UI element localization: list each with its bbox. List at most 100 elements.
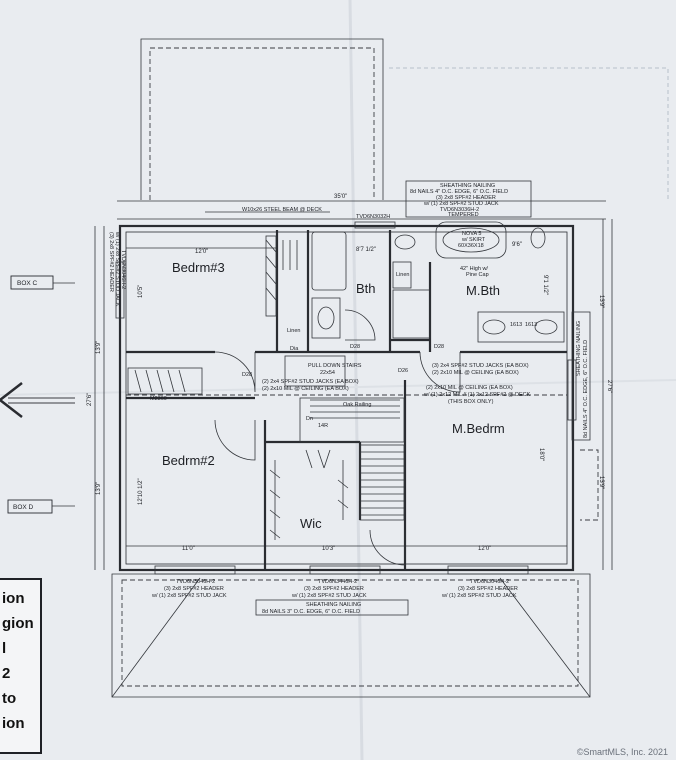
vanity	[311, 297, 341, 339]
stamp-line-4: 2	[2, 665, 11, 682]
note-left-header-3: TVD6N3046H-2	[120, 250, 126, 289]
note-lvl-1: (2) 2x10 MIL @ CEILING (EA BOX)	[426, 385, 513, 391]
linen-closet-mbth	[392, 261, 412, 289]
note-rail: Oak Railing	[343, 402, 371, 408]
label-dia: Dia	[290, 346, 299, 352]
dim-side-right-lower: 13'9"	[598, 476, 604, 489]
note-pine-cap-1: 42" High w/	[460, 266, 488, 272]
note-right-sheathing-1: SHEATHING NAILING	[576, 321, 582, 376]
note-pull-down-2: 22x54	[320, 370, 335, 376]
sink-left	[482, 319, 506, 335]
roof-hip-right	[499, 577, 591, 698]
stamp-line-6: ion	[2, 715, 25, 732]
box-c-tag	[10, 275, 54, 290]
note-steel-beam: W10x26 STEEL BEAM @ DECK	[242, 207, 322, 213]
note-box-right	[571, 311, 591, 441]
room-bedrm2: Bedrm#2	[162, 453, 215, 468]
approval-stamp-fragment: ion gion l 2 to ion	[0, 578, 42, 754]
closet-bedrm3	[265, 235, 298, 317]
roof-outline-top-inner	[149, 47, 375, 200]
dim-mbth-depth: 9'1 1/2"	[542, 275, 548, 295]
note-dn-steps: 14R	[318, 423, 328, 429]
window-wic	[309, 565, 381, 575]
box-d-label: BOX D	[13, 504, 34, 511]
room-mbth: M.Bth	[466, 283, 500, 298]
room-wic: Wic	[300, 516, 322, 531]
note-bottom-win-1b: w/ (1) 2x8 SPF#2 STUD JACK	[151, 593, 227, 599]
window-bedrm2	[154, 565, 236, 575]
soaking-tub-basin	[442, 227, 500, 253]
note-jacks-right-1: (3) 2x4 SPF#2 STUD JACKS (EA BOX)	[432, 363, 529, 369]
closet-wic	[269, 449, 349, 540]
sink-right	[534, 319, 558, 335]
note-bottom-win-3: TVD6N3046H-2	[470, 579, 509, 585]
note-lvl-3: (THIS BOX ONLY)	[448, 399, 494, 405]
note-lvl-2: w/ (1) 2x12 MIL // (1) 2x12 SPF#2 @ DECK	[423, 392, 531, 398]
note-bottom-win-2b: w/ (1) 2x8 SPF#2 STUD JACK	[291, 593, 367, 599]
note-box-bottom	[255, 599, 409, 616]
roof-outline-bottom-inner	[121, 579, 579, 687]
room-mbedrm: M.Bedrm	[452, 421, 505, 436]
deck-outline-right	[580, 449, 599, 521]
door-swing-bedrm2	[214, 419, 256, 461]
stamp-line-3: l	[2, 640, 7, 657]
note-sheathing-top-2: 8d NAILS 4" O.C. EDGE, 6" O.C. FIELD	[410, 189, 508, 195]
room-bedrm3: Bedrm#3	[172, 260, 225, 275]
note-tub-3: 60X36X18	[458, 243, 484, 249]
note-bottom-win-3a: (3) 2x8 SPF#2 HEADER	[458, 586, 518, 592]
dim-bedrm2-depth: 12'10 1/2"	[138, 478, 144, 505]
note-sheathing-top-1: SHEATHING NAILING	[440, 183, 495, 189]
note-header-top-3: TVD6N3036H-2	[440, 207, 479, 213]
faint-stamp-outline	[389, 67, 669, 200]
note-sink-2: 1613	[525, 322, 537, 328]
note-pull-down: PULL DOWN STAIRS	[308, 363, 362, 369]
dim-wic-width: 10'3"	[322, 546, 335, 552]
double-vanity	[477, 311, 565, 343]
dim-side-left: 13'9"	[96, 341, 102, 354]
note-jacks-left-1: (2) 2x4 SPF#2 STUD JACKS (EA BOX)	[262, 379, 359, 385]
note-dn: Dn	[306, 416, 313, 422]
room-bth: Bth	[356, 281, 376, 296]
note-sheathing-bottom-2: 8d NAILS 3" O.C. EDGE, 6" O.C. FIELD	[262, 609, 360, 615]
note-bottom-win-3b: w/ (1) 2x8 SPF#2 STUD JACK	[441, 593, 517, 599]
label-d28-b: D28	[434, 344, 444, 350]
door-swing-bath	[344, 309, 376, 341]
note-bottom-win-2: TVD6N3446H-2	[318, 579, 357, 585]
note-bottom-win-2a: (3) 2x8 SPF#2 HEADER	[304, 586, 364, 592]
paper-fold	[348, 0, 364, 760]
dim-bedrm2-width: 11'0"	[182, 546, 195, 552]
box-c-label: BOX C	[17, 280, 38, 287]
exterior-walls	[118, 224, 575, 572]
note-right-sheathing-2: 8d NAILS 4" O.C. EDGE, 6" O.C. FIELD	[583, 340, 589, 438]
dim-side-left-lower: 13'9"	[96, 482, 102, 495]
note-tub-2: w/ SKIRT	[461, 237, 486, 243]
stamp-line-2: gion	[2, 615, 34, 632]
roof-outline-top	[140, 38, 384, 200]
soaking-tub	[435, 221, 507, 259]
window-top	[354, 221, 396, 229]
dim-mbedrm-width: 12'0"	[478, 546, 491, 552]
stamp-line-1: ion	[2, 590, 25, 607]
arrow-left-icon	[0, 382, 75, 418]
label-linen-2: Linen	[396, 272, 409, 278]
note-bottom-win-1a: (3) 2x8 SPF#2 HEADER	[164, 586, 224, 592]
dim-overall-width: 35'0"	[334, 194, 347, 200]
note-tempered: TEMPERED	[448, 212, 479, 218]
dim-bedrm3-depth: 10'5"	[138, 285, 144, 298]
toilet-bth	[394, 234, 416, 250]
vanity-sink	[317, 306, 335, 330]
paper-fold-2	[0, 379, 676, 396]
window-left	[115, 261, 125, 319]
note-jacks-left-2: (2) 2x10 MIL @ CEILING (EA BOX)	[262, 386, 349, 392]
note-pine-cap-2: Pine Cap	[466, 272, 489, 278]
note-bottom-win-1: TVD6N3046H-2	[176, 579, 215, 585]
dim-total-depth: 27'6"	[87, 393, 93, 406]
dim-mbedrm-depth: 18'0"	[538, 448, 544, 461]
stairs	[284, 355, 405, 521]
note-box-top	[405, 180, 532, 218]
note-header-top-1: (3) 2x8 SPF#2 HEADER	[436, 195, 496, 201]
dim-side-right: 13'9"	[598, 295, 604, 308]
door-swing-entry	[369, 529, 406, 566]
